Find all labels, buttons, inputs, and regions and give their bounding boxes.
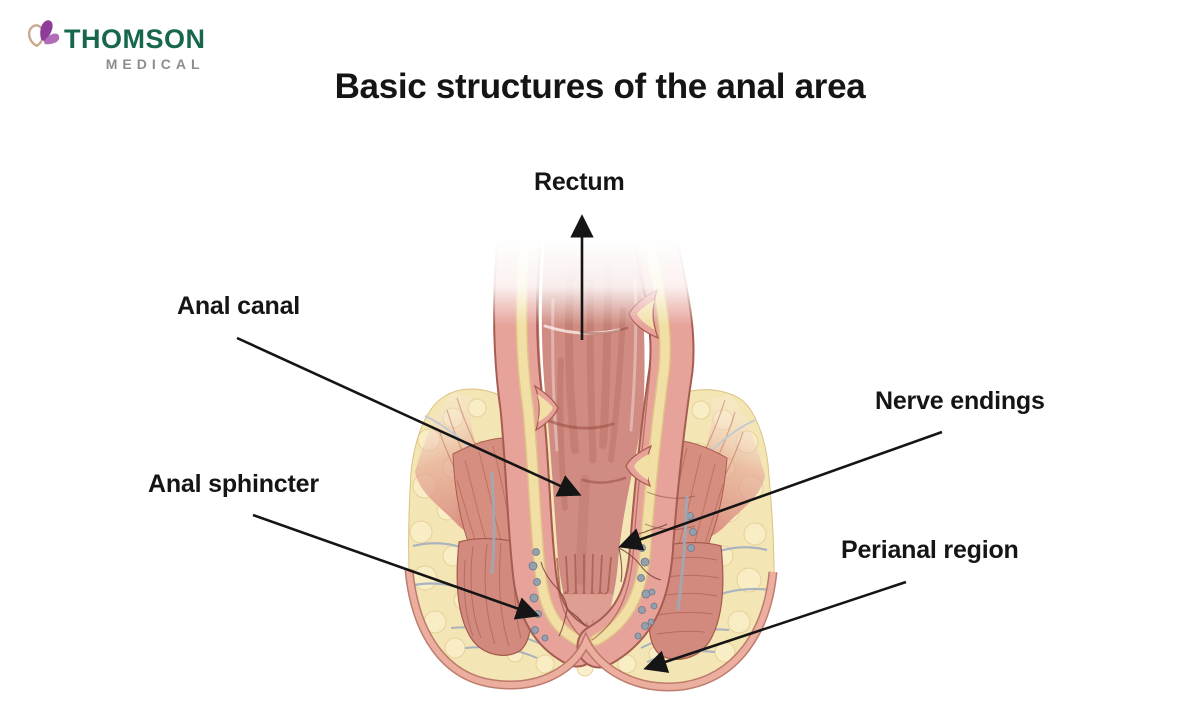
brand-name: THOMSON bbox=[64, 24, 206, 54]
anatomy-illustration bbox=[404, 240, 778, 692]
page-title: Basic structures of the anal area bbox=[334, 67, 866, 106]
label-rectum: Rectum bbox=[534, 168, 625, 196]
brand-text: THOMSON MEDICAL bbox=[64, 24, 206, 72]
label-perianal-region: Perianal region bbox=[841, 536, 1019, 564]
brand-logo: THOMSON MEDICAL bbox=[25, 14, 206, 71]
label-nerve-endings: Nerve endings bbox=[875, 387, 1045, 415]
label-anal-sphincter: Anal sphincter bbox=[148, 470, 319, 498]
top-fade bbox=[473, 240, 709, 326]
butterfly-icon bbox=[27, 20, 60, 48]
label-anal-canal: Anal canal bbox=[177, 292, 301, 320]
brand-division: MEDICAL bbox=[105, 56, 205, 72]
